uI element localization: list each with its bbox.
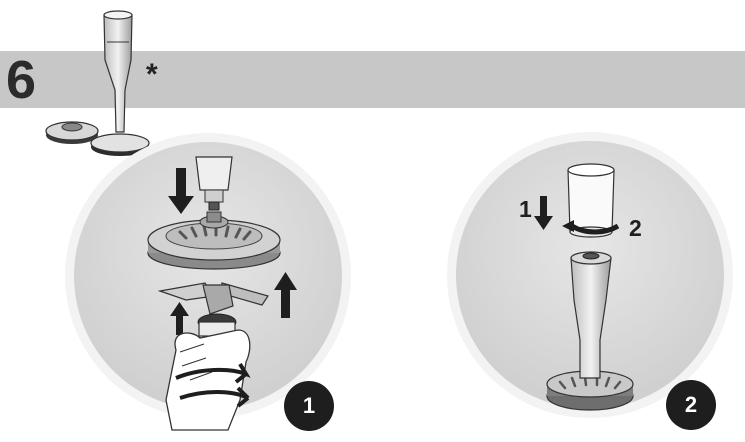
panel-1-badge: 1 [284,381,334,431]
arrow-label-2: 2 [629,217,642,240]
arrow-label-1: 1 [519,198,532,221]
panel-2-illustration [447,132,733,418]
panel-2-badge: 2 [666,380,716,430]
blender-attachment-header-illustration [46,11,149,156]
footnote-mark: * [146,60,158,90]
step-number: 6 [6,53,35,107]
